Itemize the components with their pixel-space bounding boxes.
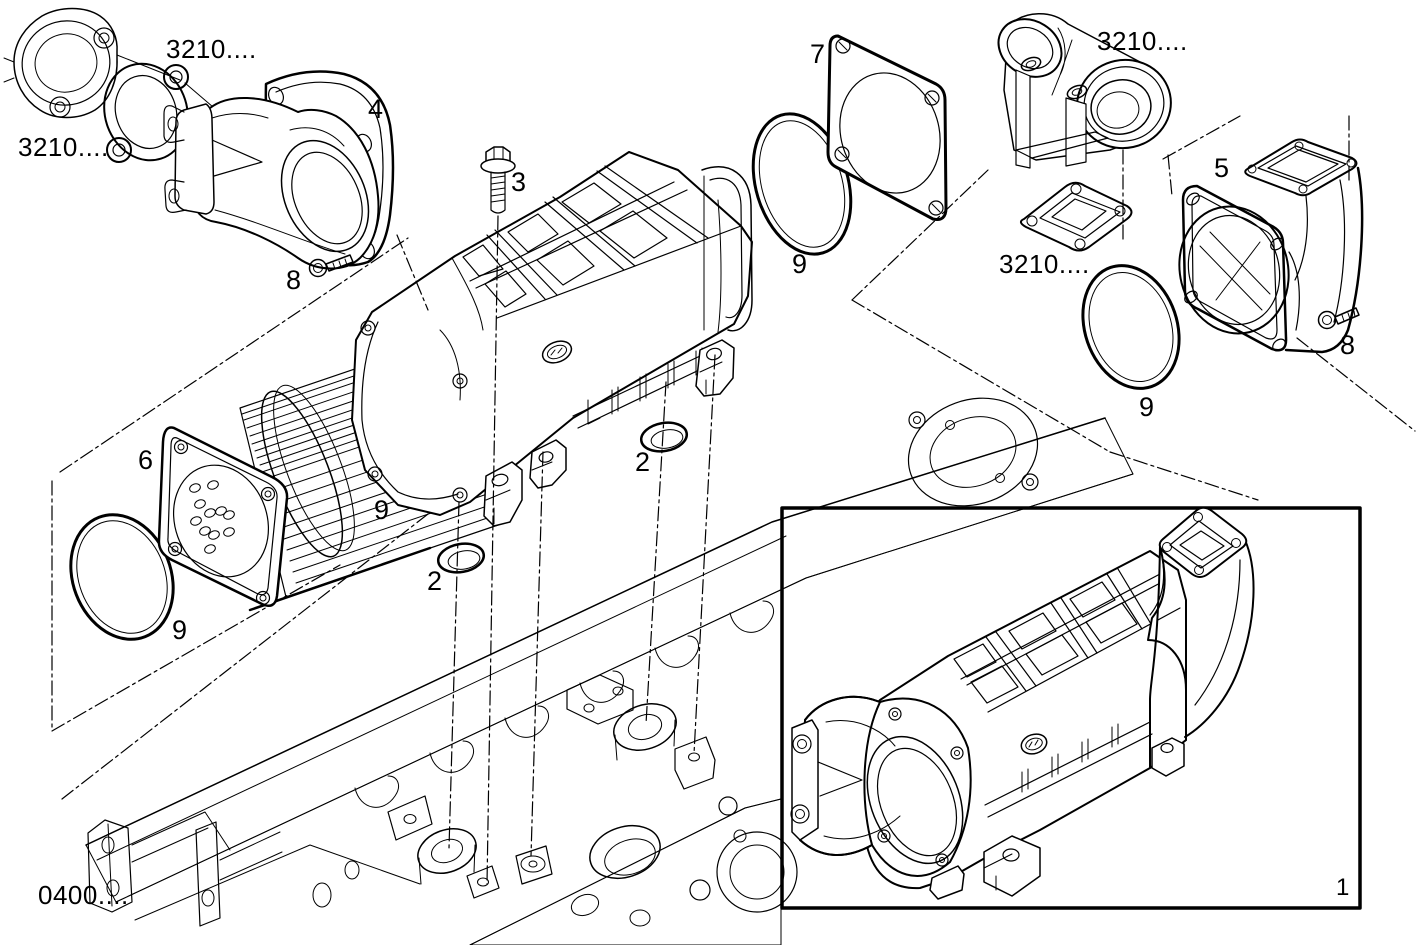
callout-part-5: 5	[1214, 153, 1231, 183]
callout-part-4: 4	[368, 94, 385, 124]
square-gasket-3210	[1020, 181, 1133, 252]
snap-ring-2-right	[639, 421, 689, 453]
gasket-plate-7	[826, 34, 948, 221]
assembly-inset	[780, 506, 1362, 910]
water-outlet-fitting	[3, 7, 118, 119]
inset-manufacturer-badge-icon	[1020, 733, 1048, 755]
callout-part-9-left: 9	[172, 615, 189, 645]
snap-ring-2-left	[436, 542, 486, 574]
callout-part-2-right: 2	[635, 447, 652, 477]
mounting-foot	[695, 339, 735, 397]
callout-part-9-right: 9	[1139, 392, 1156, 422]
callout-part-8-left: 8	[286, 265, 303, 295]
callout-part-9-core: 9	[374, 495, 391, 525]
inset-elbow	[790, 695, 972, 877]
callout-ref-0400: 0400....	[38, 880, 129, 910]
construction-lines	[51, 115, 1416, 885]
manufacturer-badge-icon	[541, 340, 573, 364]
callout-ref-3210-square: 3210....	[999, 249, 1090, 279]
callout-ref-3210-top-left: 3210....	[166, 34, 257, 64]
callout-part-9-top: 9	[792, 249, 809, 279]
callout-part-1: 1	[1336, 874, 1351, 901]
intake-elbow-part-4	[163, 70, 395, 270]
bolt-8-right	[1317, 307, 1360, 330]
gasket-3210-top-left	[103, 62, 189, 163]
bolt-8-left	[308, 254, 354, 278]
o-ring-9-right	[1081, 264, 1181, 390]
core-end-plate	[157, 426, 289, 607]
callout-part-2-left: 2	[427, 566, 444, 596]
callout-part-3: 3	[511, 167, 528, 197]
bolt-3	[480, 146, 516, 214]
callout-part-6: 6	[138, 445, 155, 475]
o-ring-9-left	[69, 513, 175, 641]
callout-part-8-right: 8	[1340, 330, 1357, 360]
callout-part-7: 7	[810, 39, 827, 69]
cooler-housing	[351, 151, 753, 527]
inset-square-flange	[1158, 506, 1248, 578]
egr-valve-adapter-3210	[997, 13, 1172, 169]
outlet-adapter-5	[1178, 138, 1364, 354]
callout-ref-3210-top-right: 3210....	[1097, 26, 1188, 56]
callout-ref-3210-left: 3210....	[18, 132, 109, 162]
core-plate-holes	[189, 480, 235, 554]
